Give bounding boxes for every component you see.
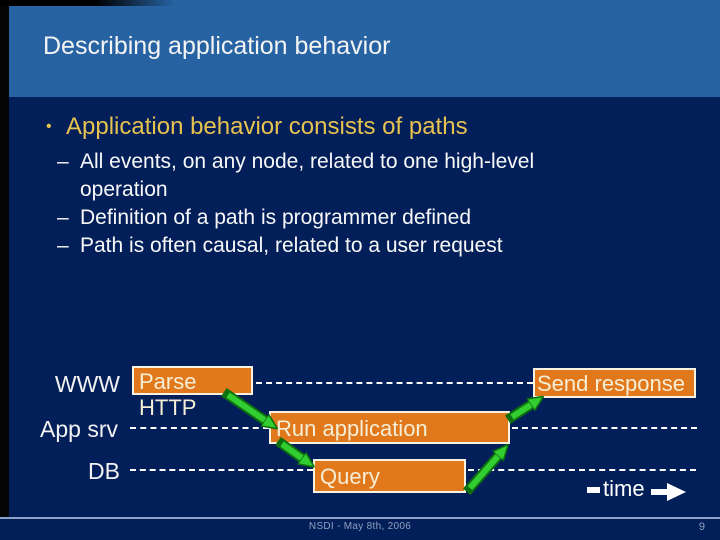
lane-label-db: DB: [88, 458, 120, 484]
event-box-label: Query: [320, 464, 380, 489]
sub-bullet-text: Definition of a path is programmer defin…: [80, 206, 472, 229]
db-lane-timeline-right: [468, 469, 696, 471]
arrow-query-to-run: [462, 455, 499, 496]
lane-label-www: WWW: [54, 371, 120, 397]
left-edge-bar: [0, 0, 9, 518]
title-bar: Describing application behavior: [0, 0, 720, 97]
dash-marker: –: [57, 234, 69, 257]
main-bullet: • Application behavior consists of paths: [46, 112, 468, 142]
www-lane-timeline: [256, 382, 533, 384]
arrow-run-to-query: [275, 437, 303, 459]
sub-bullet: – All events, on any node, related to on…: [57, 148, 549, 204]
appsrv-lane-timeline-right: [512, 427, 697, 429]
slide-page-number: 9: [698, 521, 705, 533]
dash-marker: –: [57, 150, 69, 173]
event-box-label-line1: Parse: [139, 369, 197, 394]
footer-conference-date: NSDI - May 8th, 2006: [308, 521, 412, 532]
event-box-send-response: Send response: [533, 368, 696, 398]
event-box-label-line2: HTTP: [139, 395, 197, 420]
dash-marker: –: [57, 206, 69, 229]
sub-bullet-list: – All events, on any node, related to on…: [57, 148, 549, 260]
slide-title: Describing application behavior: [43, 32, 391, 60]
main-bullet-text: Application behavior consists of paths: [66, 113, 468, 140]
lane-label-appsrv: App srv: [40, 416, 118, 442]
sub-bullet: – Path is often causal, related to a use…: [57, 232, 549, 260]
footer-divider: [0, 517, 720, 519]
sub-bullet: – Definition of a path is programmer def…: [57, 204, 549, 232]
arrow-run-to-send: [505, 404, 532, 424]
event-box-label: Send response: [537, 371, 685, 396]
sub-bullet-text: Path is often causal, related to a user …: [80, 234, 503, 257]
event-box-label: Run application: [276, 416, 428, 441]
db-lane-timeline-left: [130, 469, 313, 471]
event-box-parse-http: Parse HTTP: [132, 366, 253, 420]
event-box-query: Query: [313, 459, 466, 493]
time-axis-label: time: [603, 476, 645, 501]
event-box-run-application: Run application: [269, 411, 510, 444]
appsrv-lane-timeline-left: [130, 427, 269, 429]
top-edge-bar: [0, 0, 175, 6]
sub-bullet-text: All events, on any node, related to one …: [80, 150, 535, 201]
bullet-dot: •: [46, 118, 52, 135]
